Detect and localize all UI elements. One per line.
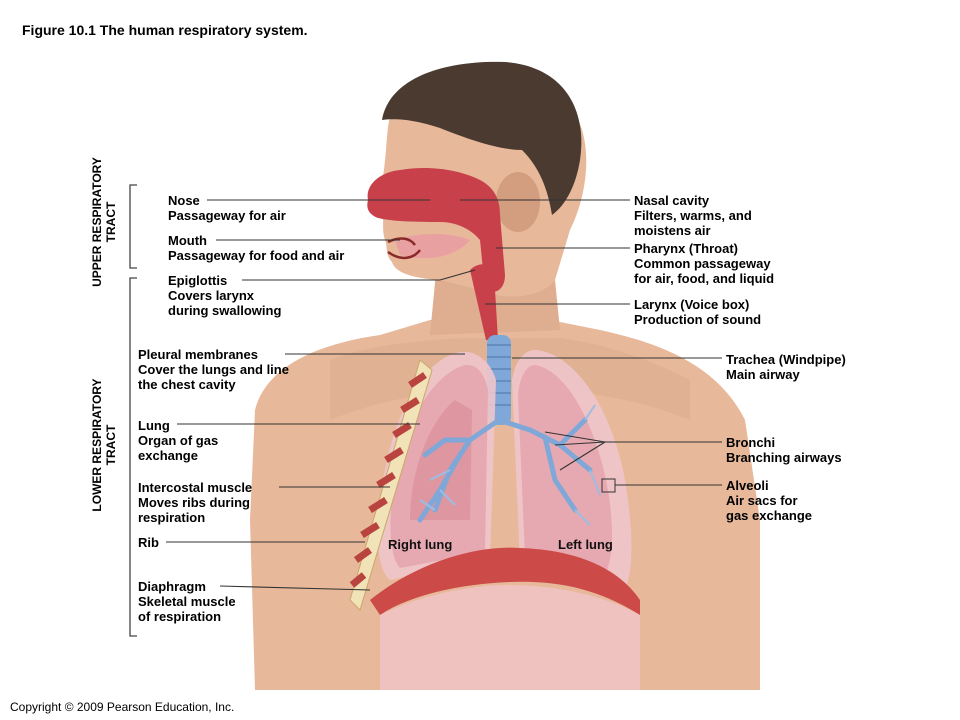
label-desc: Main airway [726,367,800,382]
nasal-cavity [367,168,505,292]
label-title: Nose [168,193,200,208]
diaphragm [370,547,640,615]
label-title: Pleural membranes [138,347,258,362]
label-title: Intercostal muscle [138,480,253,495]
mouth-cavity [395,234,470,259]
label-mouth: Mouth Passageway for food and air [168,233,344,263]
bronchioles [419,404,601,526]
label-desc: Production of sound [634,312,762,327]
leader-lines [166,199,722,591]
ear [496,172,540,232]
lower-abdomen [380,585,640,690]
label-rib: Rib [138,535,159,550]
label-title: Larynx (Voice box) [634,297,750,312]
label-desc: the chest cavity [138,377,236,392]
label-title: Epiglottis [168,273,228,288]
hair [382,61,582,216]
label-desc: Air sacs for [726,493,798,508]
label-desc: Cover the lungs and line [138,362,289,377]
label-title: Bronchi [726,435,776,450]
upper-tract-line2: TRACT [104,201,118,243]
intercostal-muscles [349,372,427,588]
right-lung-label: Right lung [388,537,453,552]
label-title: Mouth [168,233,207,248]
label-desc: Common passageway [634,256,771,271]
label-desc: Skeletal muscle [138,594,236,609]
label-desc: Covers larynx [168,288,254,303]
label-desc: Organ of gas [138,433,219,448]
label-title: Nasal cavity [634,193,710,208]
label-alveoli: Alveoli Air sacs for gas exchange [726,478,812,523]
label-desc: gas exchange [726,508,812,523]
label-lung: Lung Organ of gas exchange [138,418,218,463]
label-desc: for air, food, and liquid [634,271,775,286]
label-desc: Filters, warms, and [634,208,752,223]
label-title: Diaphragm [138,579,206,594]
label-larynx: Larynx (Voice box) Production of sound [634,297,761,327]
label-title: Rib [138,535,159,550]
rib-cage [349,359,433,611]
lower-tract-line2: TRACT [104,424,118,466]
label-epiglottis: Epiglottis Covers larynx during swallowi… [168,273,281,318]
label-desc: Branching airways [726,450,842,465]
label-desc: moistens air [634,223,711,238]
copyright-notice: Copyright © 2009 Pearson Education, Inc. [10,700,235,714]
label-nose: Nose Passageway for air [168,193,286,223]
label-desc: respiration [138,510,206,525]
label-title: Lung [138,418,170,433]
label-bronchi: Bronchi Branching airways [726,435,842,465]
label-diaphragm: Diaphragm Skeletal muscle of respiration [138,579,236,624]
label-trachea: Trachea (Windpipe) Main airway [726,352,846,382]
label-nasal-cavity: Nasal cavity Filters, warms, and moisten… [634,193,752,238]
lower-tract-line1: LOWER RESPIRATORY [90,378,104,512]
label-intercostal-muscle: Intercostal muscle Moves ribs during res… [138,480,252,525]
label-desc: Passageway for food and air [168,248,345,263]
label-desc: during swallowing [168,303,282,318]
lips [387,237,421,260]
label-pharynx: Pharynx (Throat) Common passageway for a… [634,241,774,286]
right-lung-inner [410,400,472,520]
label-title: Pharynx (Throat) [634,241,739,256]
label-desc: Passageway for air [168,208,286,223]
label-pleural-membranes: Pleural membranes Cover the lungs and li… [138,347,289,392]
upper-tract-label: UPPER RESPIRATORY TRACT [90,147,118,297]
figure-caption: Figure 10.1 The human respiratory system… [22,22,308,38]
left-lung-label: Left lung [558,537,613,552]
lower-tract-bracket [129,277,137,637]
larynx [470,264,498,340]
upper-tract-line1: UPPER RESPIRATORY [90,157,104,287]
label-title: Alveoli [726,478,769,493]
upper-tract-bracket [129,184,137,269]
label-desc: of respiration [138,609,222,624]
label-desc: Moves ribs during [138,495,250,510]
label-title: Trachea (Windpipe) [726,352,846,367]
lower-tract-label: LOWER RESPIRATORY TRACT [90,370,118,520]
label-desc: exchange [138,448,198,463]
